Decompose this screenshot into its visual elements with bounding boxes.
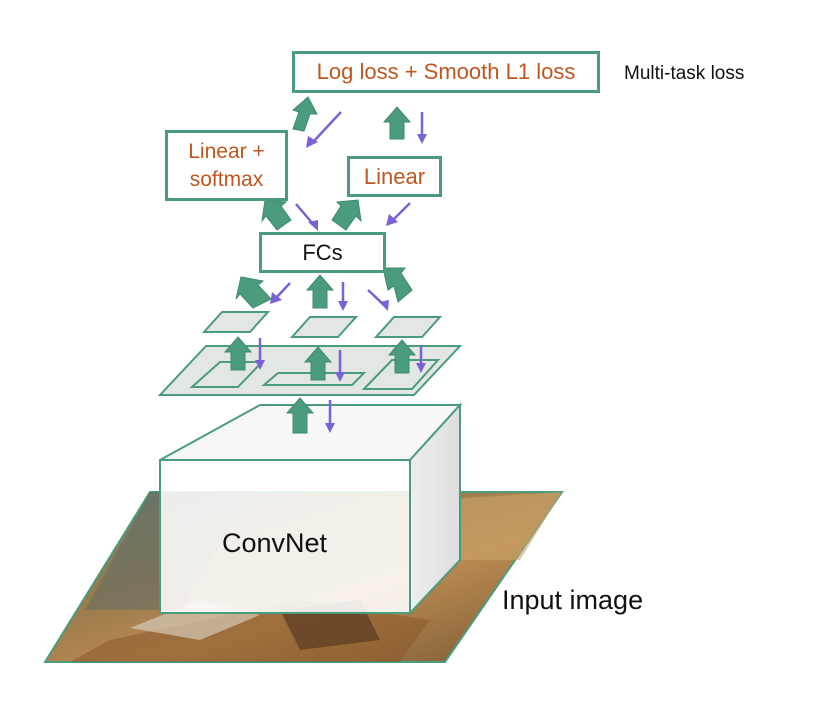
convnet-block — [159, 402, 463, 616]
roi-region-middle — [261, 372, 367, 386]
pooled-roi-middle — [289, 316, 359, 338]
backward-arrowheads — [255, 134, 427, 433]
forward-arrows — [223, 96, 417, 434]
multitask-loss-label: Multi-task loss — [624, 63, 745, 84]
pooled-roi-left — [201, 311, 271, 333]
roi-region-right — [361, 359, 441, 390]
loss-box: Log loss + Smooth L1 loss — [292, 51, 600, 93]
linear-softmax-box: Linear + softmax — [165, 130, 288, 201]
roi-pooled-features — [201, 311, 443, 338]
pooled-roi-right — [373, 316, 443, 338]
fcs-box-label: FCs — [302, 239, 343, 265]
linear-softmax-label-line1: Linear + — [188, 140, 265, 164]
linear-box: Linear — [347, 156, 442, 197]
feature-map-plane — [157, 345, 463, 396]
input-image-label: Input image — [502, 585, 644, 615]
fcs-box: FCs — [259, 232, 386, 273]
linear-softmax-label-line2: softmax — [189, 167, 264, 191]
loss-box-label: Log loss + Smooth L1 loss — [316, 59, 576, 84]
linear-box-label: Linear — [363, 163, 426, 189]
backward-arrows — [258, 111, 424, 425]
convnet-label: ConvNet — [222, 528, 328, 558]
